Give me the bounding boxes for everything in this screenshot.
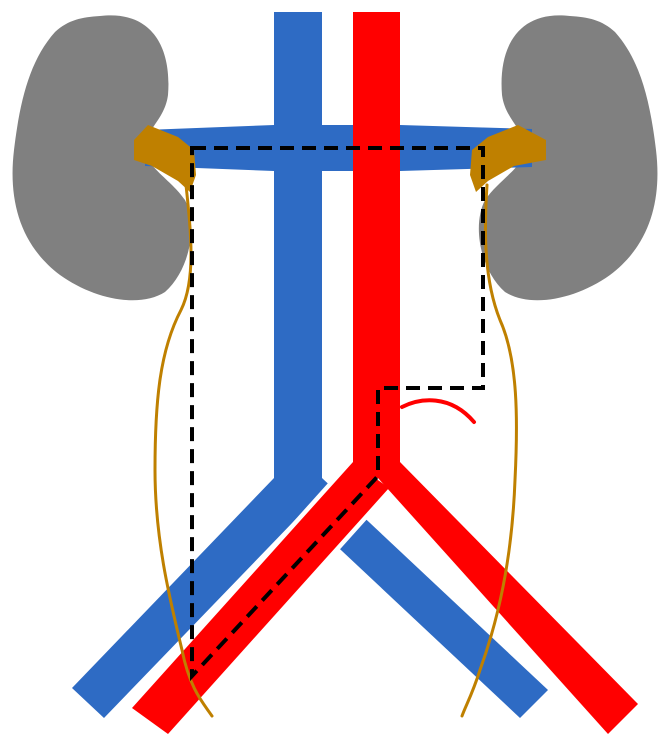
aorta [353,12,400,478]
